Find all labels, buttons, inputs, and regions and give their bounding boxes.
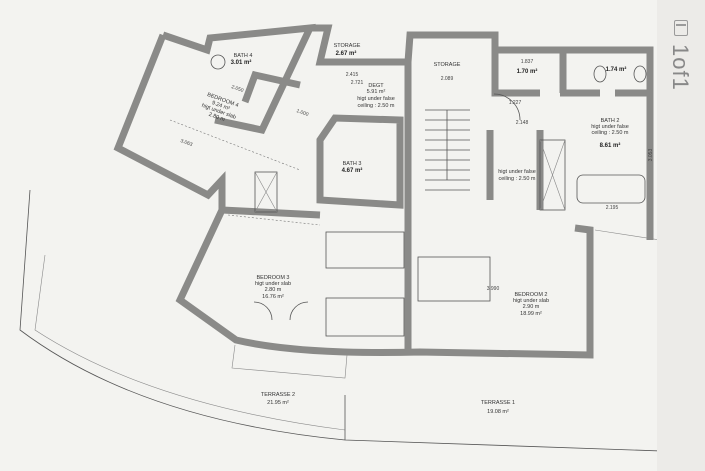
bedroom-3-area: 16.76 m² (262, 294, 284, 300)
dimension: 2.721 (351, 80, 364, 86)
page-indicator: 1of1 (668, 44, 693, 91)
bedroom-3-height-1: higt under slab (255, 281, 291, 287)
bath-3-name: BATH 3 (343, 161, 362, 167)
dimension: 2.050 (230, 84, 244, 94)
degt-area: 5.91 m² (367, 89, 386, 95)
dimension: 2.415 (346, 72, 359, 78)
dimension: 2.148 (516, 120, 529, 126)
bedroom-2-name: BEDROOM 2 (514, 292, 547, 298)
dimension: 1.000 (295, 108, 309, 118)
room-labels: STORAGE 2.67 m² BATH 4 3.01 m² DEGT 5.91… (201, 43, 629, 415)
bedroom-4-height-2: 2.80 m (208, 112, 226, 124)
storage-1-name: STORAGE (334, 43, 361, 49)
stair-hall-height-2: ceiling : 2.50 m (499, 176, 536, 182)
storage-1-area: 2.67 m² (336, 50, 357, 57)
bath-2-height-1: higt under false (591, 124, 629, 130)
stair-hall-height-1: higt under false (498, 169, 536, 175)
dimension: 3.053 (648, 149, 654, 162)
plan-sheet (0, 0, 657, 471)
page-indicator-panel: 1of1 (657, 0, 705, 471)
bath-4-area: 3.01 m² (231, 59, 252, 66)
bedroom-2-height-2: 2.90 m (523, 304, 540, 310)
dimension: 2.195 (606, 205, 619, 211)
dimension: 1.837 (521, 59, 534, 65)
dimension: 3.063 (179, 138, 193, 148)
bedroom-3-height-2: 2.80 m (265, 287, 282, 293)
dimension: 2.089 (441, 76, 454, 82)
terrasse-2-name: TERRASSE 2 (261, 392, 295, 398)
bedroom-2-height-1: higt under slab (513, 298, 549, 304)
bath-2-height-2: ceiling : 2.50 m (592, 130, 629, 136)
bath-2-name: BATH 2 (601, 118, 620, 124)
degt-height-2: ceiling : 2.50 m (358, 103, 395, 109)
fixtures (169, 54, 647, 337)
wc-2-area: 1.74 m² (606, 66, 627, 73)
bedroom-2-area: 18.99 m² (520, 311, 542, 317)
terrasse-2-area: 21.95 m² (267, 400, 289, 406)
terrasse-1-name: TERRASSE 1 (481, 400, 515, 406)
bath-2-area: 8.61 m² (600, 142, 621, 149)
degt-name: DEGT (368, 83, 384, 89)
bath-3-area: 4.67 m² (342, 167, 363, 174)
wc-1-area: 1.70 m² (517, 68, 538, 75)
dimension: 1.227 (509, 100, 522, 106)
degt-height-1: higt under false (357, 96, 395, 102)
storage-2-name: STORAGE (434, 62, 461, 68)
dimension: 3.990 (487, 286, 500, 292)
dimension-labels: 2.415 2.721 2.089 1.000 2.148 3.063 3.99… (179, 59, 654, 292)
walls (113, 23, 654, 359)
terrasse-1-area: 19.08 m² (487, 409, 509, 415)
page-icon[interactable] (674, 20, 688, 36)
bedroom-3-name: BEDROOM 3 (256, 275, 289, 281)
bath-4-name: BATH 4 (234, 53, 253, 59)
